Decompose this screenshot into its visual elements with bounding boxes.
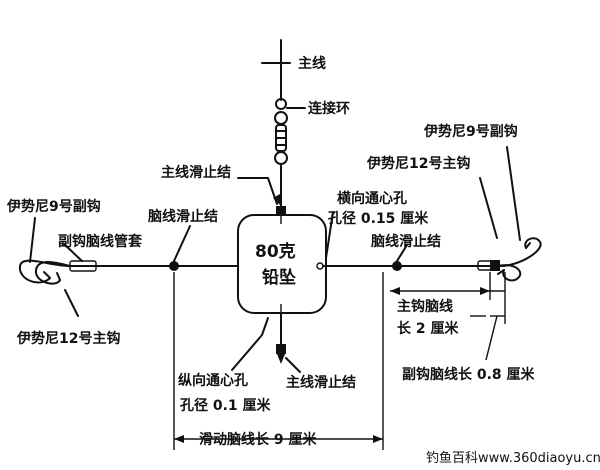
right-main-hook-label: 伊势尼12号主钩 [366,155,470,172]
sinker-body [237,214,327,314]
sliding-leader-label: 滑动脑线长 9 厘米 [199,431,317,448]
left-main-hook-label: 伊势尼12号主钩 [16,330,120,347]
sub-hook-leader-label: 副钩脑线长 0.8 厘米 [402,366,536,383]
watermark: 钓鱼百科www.360diaoyu.cn [426,450,600,466]
vertical-hole-dia-label: 孔径 0.1 厘米 [180,397,272,414]
leader-stopper-left-label: 脑线滑止结 [148,208,218,225]
leader-stopper-right-pointer [396,244,408,262]
swivel-label: 连接环 [308,100,350,117]
sinker-weight-label: 80克 [255,241,296,262]
dim-mainleader-arrow-left [390,287,400,295]
leader-stopper-right-knot [392,261,402,271]
left-sub-hook-pointer [29,217,36,263]
left-hook-icon [18,259,97,285]
swivel-icon [274,98,288,165]
main-stopper-bottom-label: 主线滑止结 [286,374,356,391]
right-hook-icon [477,237,542,282]
dim-sliding-arrow-right [373,435,383,443]
cross-hole-dia-label: 孔径 0.15 厘米 [328,210,429,227]
sinker-name-label: 铅坠 [262,267,296,288]
leader-stopper-left-knot [169,261,179,271]
vertical-hole-label: 纵向通心孔 [178,372,248,389]
right-main-hook-pointer [479,177,498,239]
main-stopper-bottom-tip [277,354,285,364]
vertical-hole-pointer [231,317,269,371]
main-line-label: 主线 [298,55,326,72]
main-stopper-top-pointer [237,177,278,205]
leader-stopper-right-label: 脑线滑止结 [371,233,441,250]
cross-hole-label: 横向通心孔 [337,190,407,207]
main-hook-leader-label: 主钩脑线 [397,298,453,315]
main-stopper-bottom-pointer [285,357,301,373]
left-sleeve-pointer [63,243,83,262]
dim-sliding-arrow-left [174,435,184,443]
main-stopper-top-label: 主线滑止结 [161,164,231,181]
cross-hole-pointer [325,211,334,259]
main-stopper-top-knot [276,206,286,215]
main-stopper-bottom-knot [276,344,286,354]
main-stopper-top-arrow [273,194,281,206]
left-sleeve-label: 副钩脑线管套 [58,233,142,250]
left-sub-hook-label: 伊势尼9号副钩 [6,198,101,215]
main-hook-leader-len-label: 长 2 厘米 [397,320,459,337]
right-sub-hook-pointer [506,146,521,241]
dim-mainleader-arrow-right [480,287,490,295]
dim-subleader-pointer [485,315,498,361]
leader-stopper-left-pointer [173,225,191,262]
right-sub-hook-label: 伊势尼9号副钩 [423,123,518,140]
left-main-hook-pointer [64,289,79,317]
